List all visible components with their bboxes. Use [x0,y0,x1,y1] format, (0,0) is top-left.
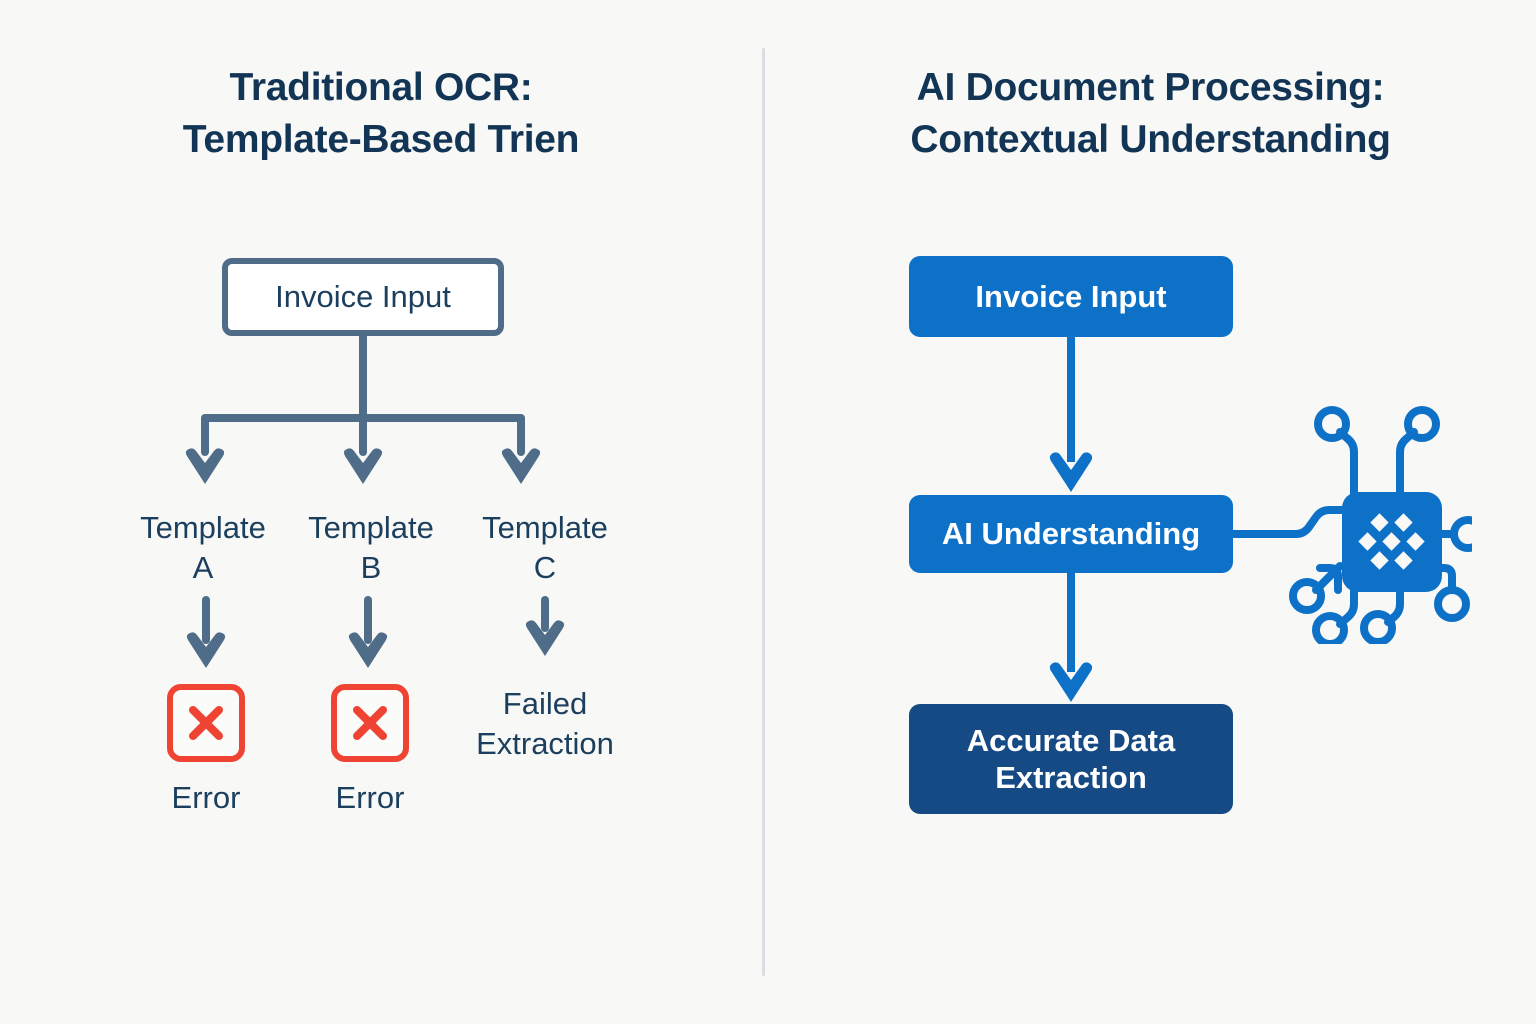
traditional-ocr-panel: Traditional OCR: Template-Based Trien [0,0,762,1024]
ai-chip-icon [1282,404,1486,649]
vertical-divider [762,48,765,976]
accurate-data-extraction-box[interactable]: Accurate Data Extraction [909,704,1233,814]
template-a-label: Template A [140,510,266,586]
x-mark-icon [331,684,409,762]
accurate-data-extraction-label: Accurate Data Extraction [966,722,1176,795]
template-b-outcome-label: Error [335,780,405,815]
ai-processing-panel: AI Document Processing: Contextual Under… [765,0,1536,1024]
ai-invoice-input-label: Invoice Input [975,278,1167,314]
template-c-label: Template C [482,510,608,586]
ocr-invoice-input-box[interactable]: Invoice Input [222,258,504,336]
template-a-outcome-label: Error [171,780,241,815]
template-b-label: Template B [308,510,434,586]
ai-understanding-box[interactable]: AI Understanding [909,495,1233,573]
right-panel-title: AI Document Processing: Contextual Under… [910,66,1391,161]
x-mark-icon [167,684,245,762]
template-c-outcome-label: Failed Extraction [476,686,614,761]
ai-understanding-label: AI Understanding [941,516,1201,552]
ocr-invoice-input-label: Invoice Input [275,279,451,314]
ai-invoice-input-box[interactable]: Invoice Input [909,256,1233,337]
left-panel-title: Traditional OCR: Template-Based Trien [182,66,580,161]
chip-dot-pattern [1358,513,1425,570]
